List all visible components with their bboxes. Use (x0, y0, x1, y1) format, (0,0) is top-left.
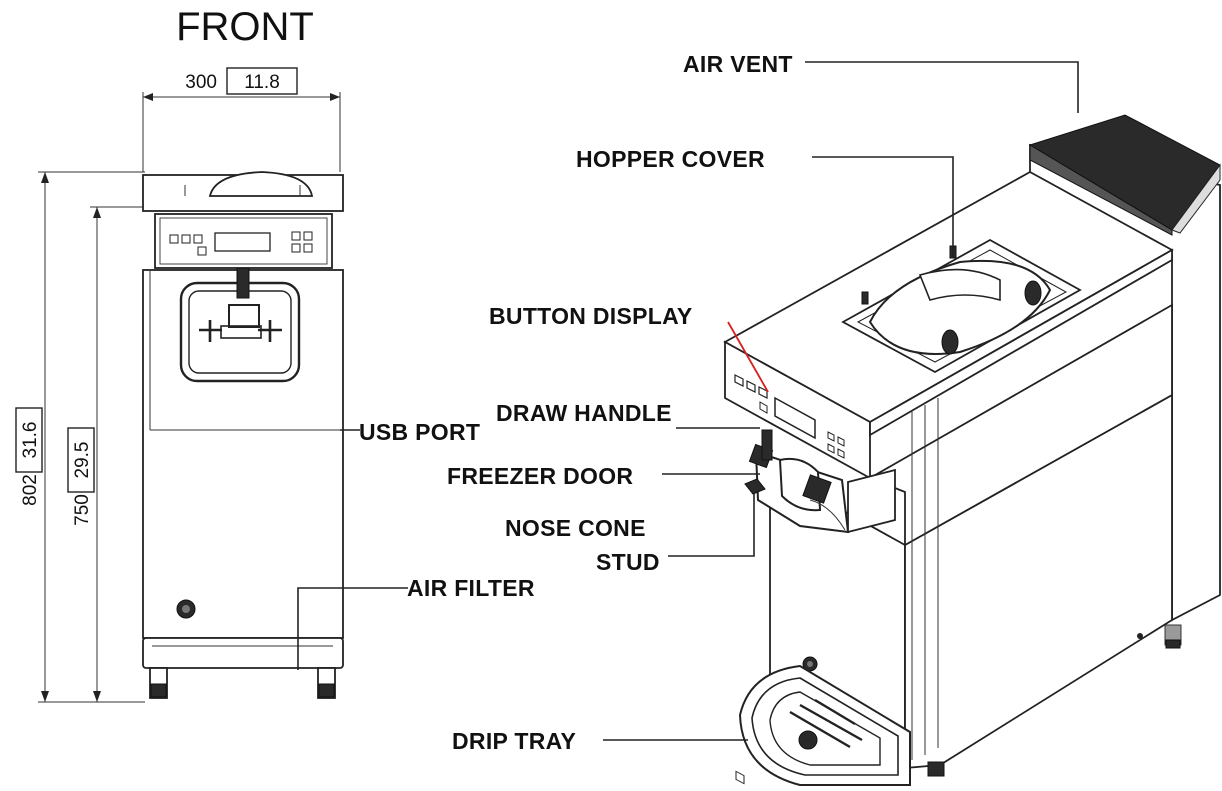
hopper-cover-callout: HOPPER COVER (576, 146, 954, 258)
air-vent-label: AIR VENT (683, 51, 793, 77)
display-screen-iso (774, 396, 816, 440)
front-title: FRONT (176, 5, 314, 49)
air-filter-label: AIR FILTER (407, 575, 535, 601)
button-display-label: BUTTON DISPLAY (489, 303, 693, 329)
drip-tray-iso (738, 664, 911, 786)
drip-tray-front (142, 637, 344, 669)
display-screen (214, 232, 271, 252)
control-panel-front (154, 213, 333, 269)
width-in: 11.8 (244, 72, 280, 93)
width-dimension: 300 11.8 (142, 67, 341, 172)
front-view: FRONT 300 11.8 802 31.6 (15, 5, 535, 703)
draw-handle-iso (761, 429, 773, 461)
drip-tray-label: DRIP TRAY (452, 728, 576, 754)
overall-height-mm: 802 (20, 474, 41, 506)
usb-port-label: USB PORT (359, 419, 480, 445)
nose-cone-label-line1: NOSE CONE (505, 515, 646, 541)
button-display-callout: BUTTON DISPLAY (489, 303, 769, 393)
body-height-dimension: 750 29.5 (67, 206, 145, 702)
air-vent-callout: AIR VENT (683, 51, 1079, 113)
freezer-door-callout: FREEZER DOOR (447, 463, 760, 489)
usb-port-callout: USB PORT (340, 419, 480, 445)
hopper-lid-front (208, 171, 314, 197)
front-machine (142, 171, 344, 699)
hopper-cover-label: HOPPER COVER (576, 146, 765, 172)
iso-foot-front (927, 761, 945, 777)
body-height-mm: 750 (72, 494, 93, 526)
drip-tray-callout: DRIP TRAY (452, 728, 748, 754)
air-filter-callout: AIR FILTER (297, 575, 535, 670)
nose-cone-label-line2: STUD (596, 549, 660, 575)
overall-height-in: 31.6 (20, 422, 41, 459)
nose-cone-stud-iso (744, 478, 766, 495)
draw-handle-label: DRAW HANDLE (496, 400, 672, 426)
body-height-in: 29.5 (72, 442, 93, 479)
nose-cone-callout: NOSE CONE STUD (505, 494, 755, 575)
draw-handle-front (236, 267, 250, 299)
draw-handle-callout: DRAW HANDLE (496, 400, 760, 429)
freezer-door-label: FREEZER DOOR (447, 463, 633, 489)
width-mm: 300 (185, 72, 217, 93)
overall-height-dimension: 802 31.6 (15, 171, 145, 703)
width-in-box (226, 67, 298, 95)
iso-view: AIR VENT HOPPER COVER BUTTON DISPLAY DRA… (447, 51, 1221, 786)
